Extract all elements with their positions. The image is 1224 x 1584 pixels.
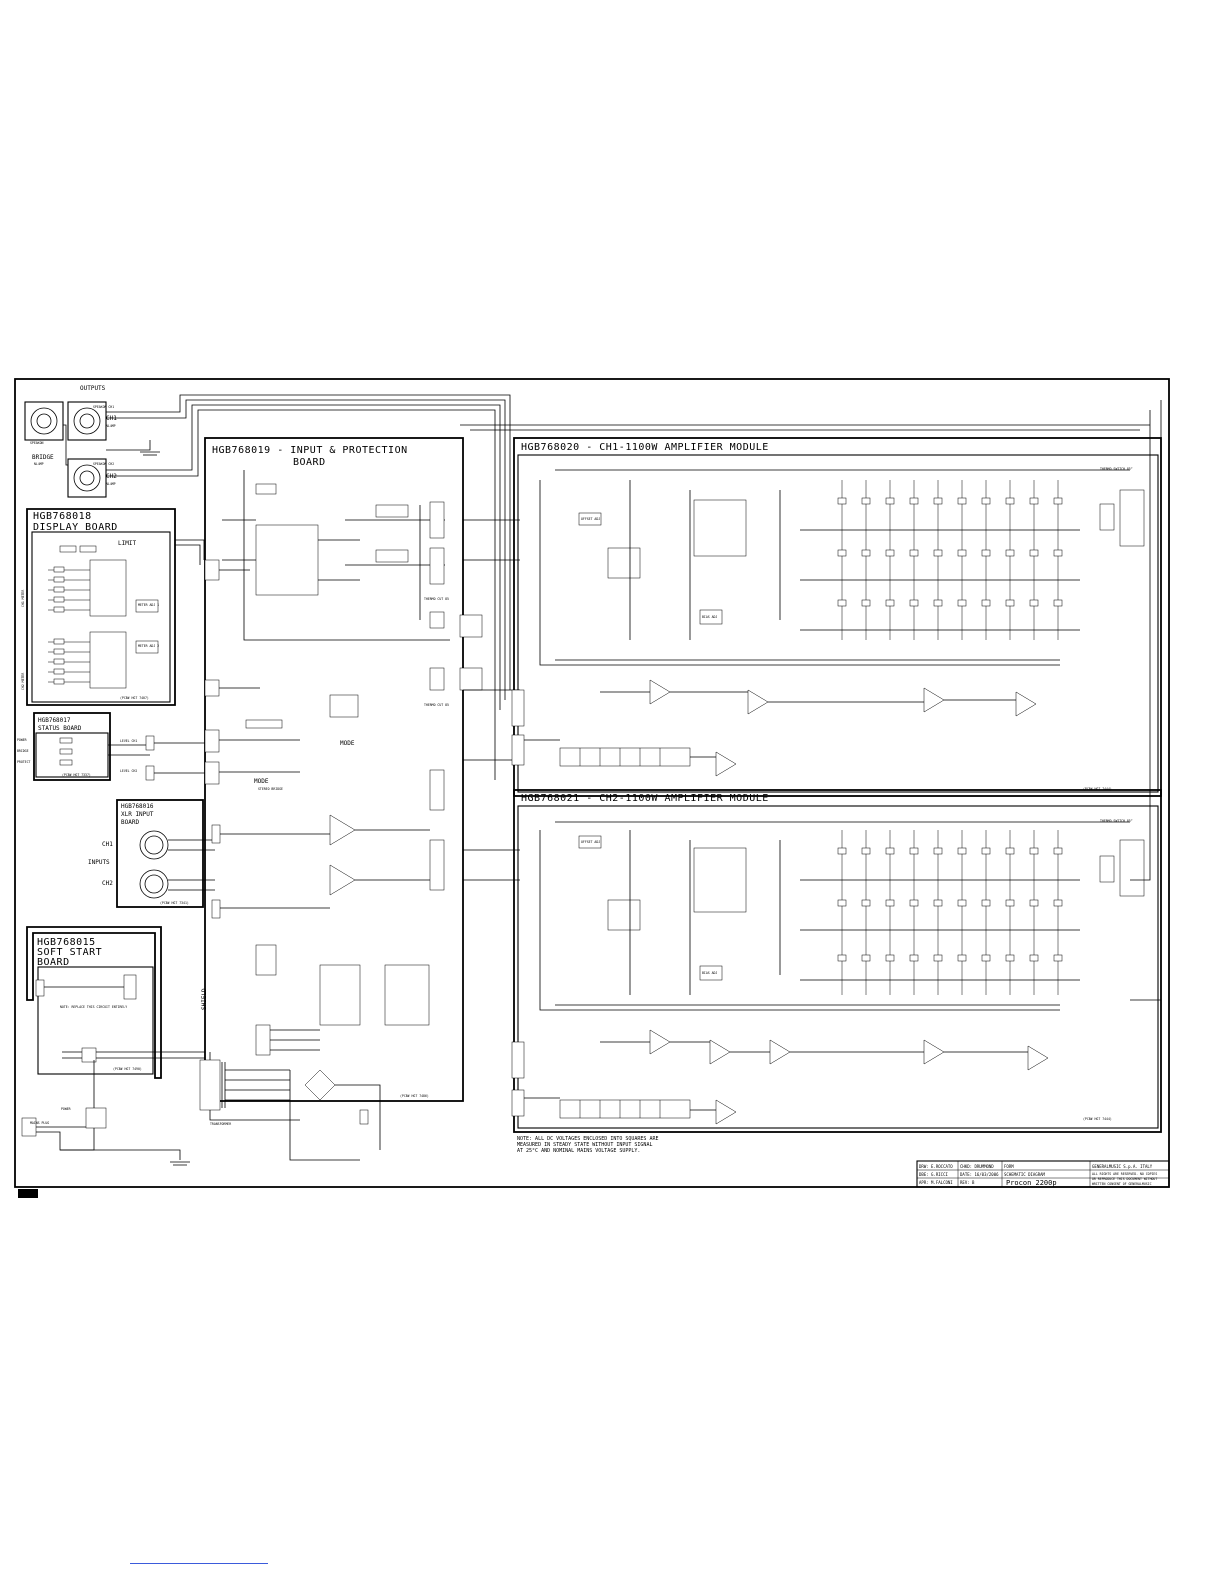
ch1-out-label: CH1 [106, 415, 117, 422]
bias-adj-label: BIAS ADJ [702, 615, 717, 619]
display-pcb-label: (PCB# HGT 7407) [120, 696, 149, 700]
outputs-group: OUTPUTS SPEAKON CH1 CH1 NL4MP SPEAKON CH… [24, 385, 511, 780]
ch1-meter-label: CH1 METER [21, 590, 25, 607]
meter-adj2-label: METER ADJ 2 [138, 644, 159, 648]
offset-adj2-label: OFFSET ADJ [581, 840, 600, 844]
offset-adj-label: OFFSET ADJ [581, 517, 600, 521]
protection-board: HGB768019 - INPUT & PROTECTION BOARD THE… [201, 437, 520, 1102]
ch1-module: HGB768020 - CH1-1100W AMPLIFIER MODULE O… [513, 437, 1162, 797]
tb-chkd: CHKD: DRUMMOND [960, 1164, 994, 1169]
limit-label: LIMIT [118, 540, 136, 547]
tb-rights-3: WRITTEN CONSENT OF GENERALMUSIC [1092, 1182, 1152, 1186]
level-ch1-label: LEVEL CH1 [120, 739, 137, 743]
xlr-board-title-2: XLR INPUT [121, 811, 154, 818]
mode-label: MODE [340, 740, 355, 747]
softstart-note: NOTE: REPLACE THIS CIRCUIT ENTIRELY [60, 1005, 127, 1009]
bridge-conn-label: NL4MP [34, 462, 44, 466]
thermo-cut-2-label: THERMO CUT 85 [424, 703, 449, 707]
ch2-module-title: HGB768021 - CH2-1100W AMPLIFIER MODULE [521, 793, 769, 804]
xlr-board-title-1: HGB768016 [121, 803, 154, 810]
power-led-label: POWER [17, 738, 27, 742]
level-ch2-label: LEVEL CH2 [120, 769, 137, 773]
spk-ch2-label: SPEAKON CH2 [93, 462, 114, 466]
tb-apr: APR: M.FALCONI [919, 1180, 953, 1185]
tb-rights-2: OR REPRODUCE THIS DOCUMENT WITHOUT [1092, 1177, 1157, 1181]
ch2-meter-leds [48, 638, 90, 685]
voltage-note: NOTE: ALL DC VOLTAGES ENCLOSED INTO SQUA… [517, 1136, 658, 1154]
xlr-pcb-label: (PCB# HGT 7341) [160, 901, 189, 905]
ch1-pcb-label: (PCB# HGT 7444) [1083, 787, 1112, 791]
protection-title-1: HGB768019 - INPUT & PROTECTION [212, 445, 408, 456]
tb-rights-1: ALL RIGHTS ARE RESERVED. NO COPIES [1092, 1172, 1157, 1176]
status-board: HGB768017 STATUS BOARD POWER BRIDGE PROT… [17, 712, 150, 781]
interconnect-connectors [460, 400, 1162, 1117]
mains-plug-label: MAINS PLUG [30, 1121, 49, 1125]
display-board-title-1: HGB768018 [33, 511, 92, 522]
protection-title-2: BOARD [293, 457, 326, 468]
softstart-board: HGB768015 SOFT START BOARD NOTE: REPLACE… [21, 926, 205, 1166]
mode-label-2: MODE [254, 778, 269, 785]
ch2-thermo-switch-label: THERMO SWITCH 85° [1100, 819, 1133, 823]
outputs-label: OUTPUTS [80, 385, 106, 392]
transformer-label: TRANSFORMER [210, 1122, 231, 1126]
meter-adj1-label: METER ADJ 1 [138, 603, 159, 607]
tb-date: DATE: 16/03/2006 [960, 1172, 999, 1177]
ch2-out-conn: NL4MP [106, 482, 116, 486]
bridge-label: BRIDGE [32, 454, 54, 461]
softstart-title-1: HGB768015 [37, 937, 96, 948]
tb-company: GENERALMUSIC S.p.A. ITALY [1092, 1164, 1153, 1169]
transformer-section: TRANSFORMER [199, 1052, 381, 1161]
ch1-output-transistors [837, 480, 1063, 640]
bias-adj2-label: BIAS ADJ [702, 971, 717, 975]
ch2-out-label: CH2 [106, 473, 117, 480]
softstart-pcb-label: (PCB# HGT 7490) [113, 1067, 142, 1071]
ch1-input-label: CH1 [102, 841, 113, 848]
tb-drw: DRW: E.ROCCATO [919, 1164, 953, 1169]
tb-doc-type: SCHEMATIC DIAGRAM [1004, 1172, 1046, 1177]
spk-top-label: SPEAKON [30, 441, 44, 445]
display-board-title-2: DISPLAY BOARD [33, 522, 118, 533]
corner-mark [18, 1189, 38, 1198]
ch2-output-transistors [837, 830, 1063, 995]
footer-underline [130, 1563, 268, 1564]
status-board-title-2: STATUS BOARD [38, 725, 82, 732]
ch1-thermo-switch-label: THERMO SWITCH 85° [1100, 467, 1133, 471]
bridge-led-label: BRIDGE [17, 749, 29, 753]
inputs-label: INPUTS [88, 859, 110, 866]
note-line-1: NOTE: ALL DC VOLTAGES ENCLOSED INTO SQUA… [517, 1136, 658, 1142]
ch1-out-conn: NL4MP [106, 424, 116, 428]
thermo-cut-1-label: THERMO CUT 85 [424, 597, 449, 601]
tb-form: FORM [1004, 1164, 1014, 1169]
ch2-module: HGB768021 - CH2-1100W AMPLIFIER MODULE O… [513, 789, 1162, 1133]
ch2-meter-label: CH2 METER [21, 673, 25, 690]
ch1-module-title: HGB768020 - CH1-1100W AMPLIFIER MODULE [521, 442, 769, 453]
power-switch-label: POWER [61, 1107, 71, 1111]
status-board-title-1: HGB768017 [38, 717, 71, 724]
title-block: DRW: E.ROCCATO CHKD: DRUMMOND FORM GENER… [916, 1160, 1170, 1188]
ch2-input-label: CH2 [102, 880, 113, 887]
xlr-board-title-3: BOARD [121, 819, 139, 826]
tb-dbe: DBE: G.RICCI [919, 1172, 948, 1177]
note-line-2: MEASURED IN STEADY STATE WITHOUT INPUT S… [517, 1142, 652, 1148]
ch1-meter-leds [48, 566, 90, 613]
ch2-pcb-label: (PCB# HGT 7444) [1083, 1117, 1112, 1121]
display-board: HGB768018 DISPLAY BOARD LIMIT METER ADJ … [21, 508, 205, 706]
level-pots: LEVEL CH1 LEVEL CH2 [120, 735, 205, 781]
protection-pcb-label: (PCB# HGT 7486) [400, 1094, 429, 1098]
softstart-title-3: BOARD [37, 957, 70, 968]
spk-ch1-label: SPEAKON CH1 [93, 405, 114, 409]
shield-label: SHIELD [201, 988, 208, 1010]
stereo-bridge-label: STEREO BRIDGE [258, 787, 283, 791]
tb-model: Procon 2200p [1006, 1179, 1057, 1187]
sheet-frame [14, 378, 1170, 1188]
protect-led-label: PROTECT [17, 760, 31, 764]
note-line-3: AT 25°C AND NOMINAL MAINS VOLTAGE SUPPLY… [517, 1148, 640, 1154]
status-pcb-label: (PCB# HGT 7337) [62, 773, 91, 777]
softstart-title-2: SOFT START [37, 947, 102, 958]
tb-rev: REV: B [960, 1180, 975, 1185]
xlr-input-board: HGB768016 XLR INPUT BOARD CH1 INPUTS CH2… [88, 799, 215, 908]
